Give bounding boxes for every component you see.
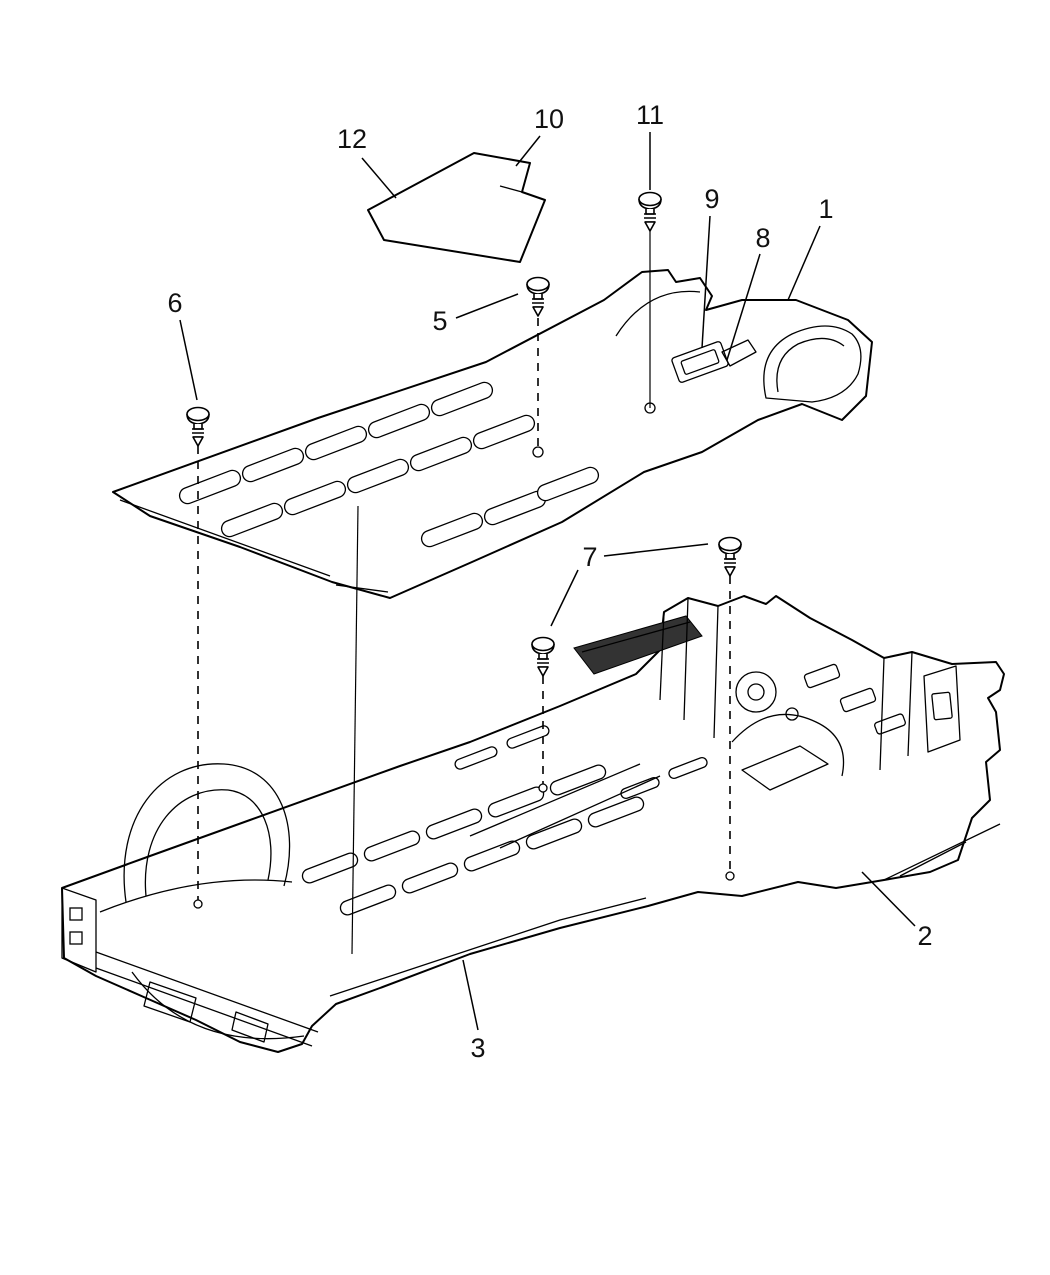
fastener-hole — [538, 783, 548, 793]
fastener-hole — [532, 446, 544, 458]
front-carpet-hump — [763, 325, 862, 403]
push-pin-11 — [638, 191, 662, 232]
frame-rails — [61, 887, 319, 1047]
callout-7: 7 — [550, 542, 709, 627]
floor-mat — [367, 152, 546, 263]
tunnel-line-2 — [499, 775, 661, 849]
push-pin-6 — [186, 406, 210, 447]
front-edge-inner — [329, 897, 647, 997]
push-pin-7a — [531, 636, 555, 677]
callout-10: 10 — [515, 104, 564, 167]
callout-3: 3 — [462, 959, 486, 1063]
callout-11: 11 — [636, 100, 664, 190]
callout-12: 12 — [337, 124, 397, 199]
callout-3-label: 3 — [470, 1033, 485, 1063]
alignment-line-carpet — [351, 505, 359, 955]
fastener-alignment-lines — [197, 231, 731, 955]
tunnel-line — [469, 763, 641, 837]
floor-pan-outline — [61, 595, 1005, 1053]
wheelhouse-left — [123, 763, 291, 903]
push-pin-7b — [718, 536, 742, 577]
callout-7-label: 7 — [582, 542, 597, 572]
carpet-tunnel-hump — [615, 290, 701, 337]
callout-1: 1 — [787, 194, 834, 301]
callout-8: 8 — [726, 223, 771, 361]
carpet-edge-line-2 — [335, 584, 389, 593]
floor-mat-outline — [367, 152, 546, 263]
cowl-side-structure — [659, 597, 1001, 881]
heel-pad — [671, 341, 729, 383]
callout-12-label: 12 — [337, 124, 367, 154]
floor-mat-fold-line — [499, 185, 523, 193]
floor-carpet-panel — [112, 269, 873, 599]
callout-9-label: 9 — [704, 184, 719, 214]
silencer-pad-edge — [581, 621, 691, 653]
front-carpet-hump-inner — [776, 337, 845, 393]
floor-pan-ribs — [301, 725, 708, 916]
callout-5: 5 — [432, 293, 519, 336]
callout-6: 6 — [167, 288, 198, 401]
carpet-patch — [721, 339, 757, 367]
callout-6-label: 6 — [167, 288, 182, 318]
callout-2-label: 2 — [917, 921, 932, 951]
callout-11-label: 11 — [636, 100, 664, 130]
callouts: 12 10 11 9 8 1 6 5 — [167, 100, 932, 1063]
callout-2: 2 — [861, 871, 933, 951]
callout-10-label: 10 — [534, 104, 564, 134]
fastener-hole — [725, 871, 735, 881]
wheelhouse-left-inner — [144, 789, 272, 897]
callout-9: 9 — [701, 184, 720, 349]
carpet-slots — [178, 381, 600, 548]
callout-5-label: 5 — [432, 306, 447, 336]
callout-8-label: 8 — [755, 223, 770, 253]
floor-pan-assembly — [61, 595, 1005, 1053]
silencer-pad — [573, 615, 703, 675]
callout-1-label: 1 — [818, 194, 833, 224]
carpet-edge-line — [119, 499, 331, 577]
fastener-hole — [193, 899, 203, 909]
push-pin-5 — [526, 276, 550, 317]
